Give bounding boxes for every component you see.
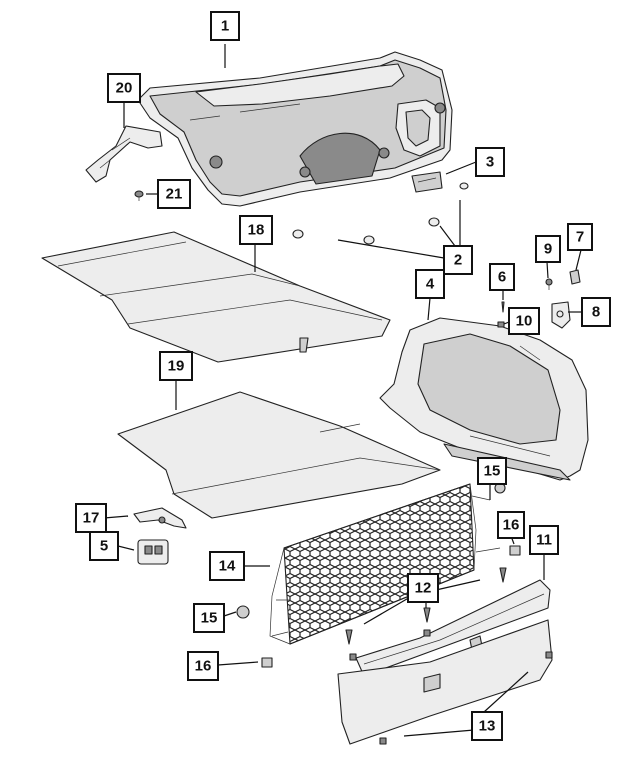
callout-3: 3 — [475, 147, 505, 177]
part-3-clip — [411, 171, 443, 193]
callout-2: 2 — [443, 245, 473, 275]
callout-15-top: 15 — [477, 457, 507, 485]
part-15-hook-mount — [236, 482, 506, 619]
callout-7: 8 — [581, 297, 611, 327]
svg-text:19: 19 — [168, 358, 185, 375]
part-14-cargo-net — [269, 483, 501, 645]
callout-16-right: 16 — [497, 511, 525, 539]
callout-13: 13 — [471, 711, 503, 741]
svg-text:1: 1 — [221, 18, 229, 35]
part-19-floor-mat — [117, 391, 441, 519]
svg-text:11: 11 — [536, 532, 552, 549]
part-12-screws — [345, 567, 507, 645]
svg-text:5: 5 — [100, 538, 108, 555]
callout-4: 4 — [415, 269, 445, 299]
callout-14: 14 — [209, 551, 245, 581]
callout-5: 5 — [89, 531, 119, 561]
part-9-screw — [545, 278, 553, 290]
svg-text:14: 14 — [219, 558, 236, 575]
part-16-bracket-clip — [261, 545, 521, 668]
part-2-retainers — [292, 182, 469, 245]
svg-text:15: 15 — [201, 610, 218, 627]
svg-text:7: 7 — [576, 229, 584, 246]
part-1-rear-shelf-panel — [137, 51, 453, 207]
callout-12: 12 — [407, 573, 439, 603]
callout-15-left: 15 — [193, 603, 225, 633]
svg-text:13: 13 — [479, 718, 496, 735]
part-18-hook — [133, 507, 187, 529]
part-17-load-floor — [41, 231, 391, 363]
svg-text:12: 12 — [415, 580, 432, 597]
svg-text:16: 16 — [195, 658, 212, 675]
callout-8: 7 — [567, 223, 593, 251]
svg-text:2: 2 — [454, 252, 462, 269]
svg-text:20: 20 — [116, 80, 133, 97]
svg-text:3: 3 — [486, 154, 494, 171]
callout-10: 10 — [508, 307, 540, 335]
callout-16-left: 16 — [187, 651, 219, 681]
part-21-push-pin — [134, 190, 144, 201]
svg-text:6: 6 — [498, 269, 506, 286]
svg-text:16: 16 — [503, 517, 520, 534]
svg-text:10: 10 — [516, 313, 533, 330]
part-5-socket — [137, 539, 169, 565]
callout-9: 9 — [535, 235, 561, 263]
part-10-nut — [497, 321, 505, 328]
svg-text:9: 9 — [544, 241, 552, 258]
callout-19: 19 — [159, 351, 193, 381]
svg-text:4: 4 — [426, 276, 435, 293]
callout-17: 18 — [239, 215, 273, 245]
callout-18: 17 — [75, 503, 107, 533]
part-6-screw — [501, 301, 505, 313]
svg-text:18: 18 — [248, 222, 265, 239]
part-20-bracket — [85, 125, 163, 183]
part-7-bracket — [551, 301, 571, 329]
svg-text:8: 8 — [592, 304, 600, 321]
callout-11: 11 — [529, 525, 559, 555]
svg-text:17: 17 — [83, 510, 100, 527]
callout-20: 20 — [107, 73, 141, 103]
svg-text:15: 15 — [484, 463, 501, 480]
part-4-side-trim — [379, 317, 589, 481]
part-8-clip — [569, 269, 581, 285]
callout-6: 6 — [489, 263, 515, 291]
callout-1: 1 — [210, 11, 240, 41]
callout-21: 21 — [157, 179, 191, 209]
part-13-rear-trim — [337, 619, 553, 745]
svg-text:21: 21 — [166, 186, 183, 203]
